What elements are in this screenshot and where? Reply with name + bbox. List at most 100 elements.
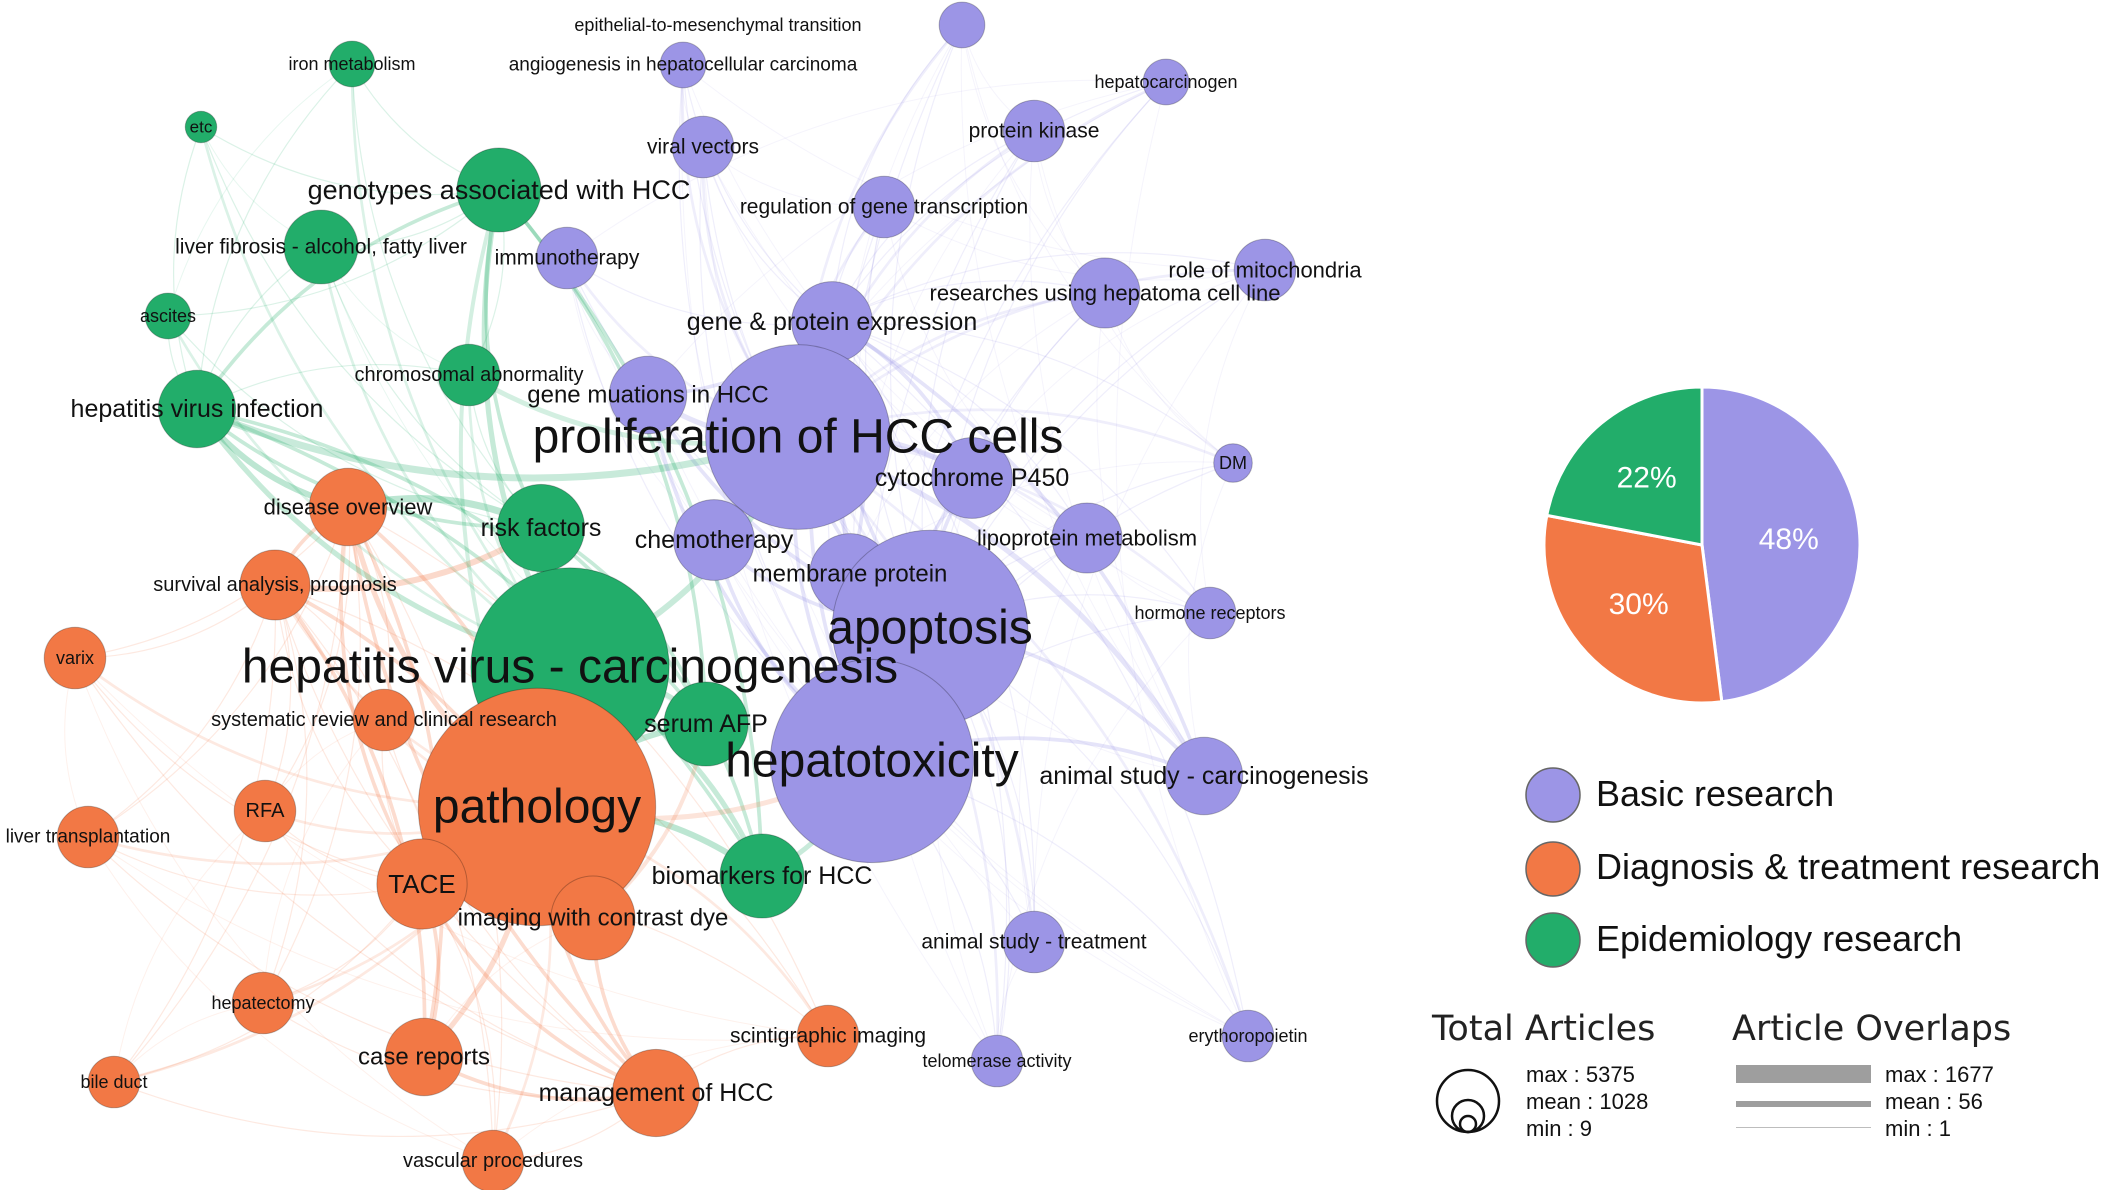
node-hormone[interactable] [1183, 586, 1237, 640]
node-label-varix: varix [56, 648, 94, 668]
pie-label-1: 30% [1609, 588, 1669, 621]
node-label-animal_carcinogenesis: animal study - carcinogenesis [1039, 762, 1368, 790]
node-label-survival: survival analysis, prognosis [153, 574, 396, 596]
node-management[interactable] [611, 1048, 701, 1138]
node-case_reports[interactable] [384, 1017, 464, 1097]
node-serum_afp[interactable] [663, 681, 749, 767]
edge-gene_transcription-lipoprotein [883, 206, 1088, 539]
total-articles-legend: Total Articles max : 5375 mean : 1028 mi… [1431, 1009, 1655, 1141]
node-label-scintigraphic: scintigraphic imaging [730, 1025, 926, 1048]
node-hepatocarcinogen[interactable] [1142, 58, 1190, 106]
node-iron[interactable] [328, 40, 376, 88]
node-dm[interactable] [1213, 443, 1253, 483]
node-cyp450[interactable] [931, 437, 1013, 519]
node-label-protein_kinase: protein kinase [969, 120, 1100, 143]
edge-hepatocarcinogen-immunotherapy [566, 79, 1167, 259]
node-systematic_review[interactable] [352, 688, 416, 752]
edge-rfa-management [264, 810, 657, 1094]
node-chromosomal[interactable] [437, 343, 501, 407]
node-label-apoptosis: apoptosis [827, 602, 1032, 655]
node-liver_fibrosis[interactable] [283, 209, 359, 285]
node-label-hep_virus_infection: hepatitis virus infection [71, 395, 324, 423]
node-survival[interactable] [239, 549, 311, 621]
node-imaging[interactable] [550, 875, 636, 961]
node-protein_kinase[interactable] [1002, 99, 1066, 163]
node-vascular[interactable] [461, 1129, 525, 1190]
node-label-liver_fibrosis: liver fibrosis - alcohol, fatty liver [175, 236, 467, 259]
edge-angio-telomerase [681, 64, 998, 1062]
edge-liver_transplantation-disease_overview [87, 506, 349, 838]
legend-label-basic: Basic research [1596, 773, 1834, 814]
node-proliferation[interactable] [705, 344, 891, 530]
node-varix[interactable] [43, 626, 107, 690]
node-disease_overview[interactable] [308, 467, 388, 547]
node-label-dm: DM [1219, 453, 1247, 473]
edge-mitochondria-cyp450 [971, 269, 1266, 479]
node-label-ascites: ascites [140, 306, 196, 326]
legend-label-epidemiology: Epidemiology research [1596, 918, 1962, 959]
node-chemotherapy[interactable] [673, 499, 755, 581]
node-mitochondria[interactable] [1233, 238, 1297, 302]
node-gene_mutations[interactable] [608, 355, 688, 435]
edge-viral_vectors-hormone [702, 146, 1211, 614]
node-ascites[interactable] [144, 292, 192, 340]
node-hep_virus_infection[interactable] [157, 369, 237, 449]
edge-rfa-disease_overview [264, 506, 351, 812]
node-bile_duct[interactable] [87, 1055, 141, 1109]
legend-swatch-epidemiology [1525, 912, 1581, 968]
node-label-lipoprotein: lipoprotein metabolism [977, 526, 1197, 551]
pie-slice-2 [1545, 385, 1704, 547]
topic-network: epithelial-to-mesenchymal transitioniron… [6, 1, 1369, 1190]
pie-label-0: 48% [1759, 523, 1819, 556]
node-hepatectomy[interactable] [231, 971, 295, 1035]
node-scintigraphic[interactable] [796, 1004, 860, 1068]
node-animal_treatment[interactable] [1002, 910, 1066, 974]
node-label-membrane_protein: membrane protein [753, 561, 948, 588]
edge-erythropoietin-gene_protein [831, 321, 1249, 1037]
edge-emt-hepatoma_cell_line [961, 24, 1106, 294]
node-hepatotoxicity[interactable] [769, 658, 975, 864]
node-risk_factors[interactable] [496, 483, 586, 573]
edge-iron-hep_virus_infection [196, 63, 353, 410]
node-pathology[interactable] [417, 687, 657, 927]
overlap-line-max [1736, 1065, 1871, 1083]
edge-liver_transplantation-management [87, 836, 657, 1094]
edge-viral_vectors-animal_treatment [702, 146, 1035, 943]
node-gene_transcription[interactable] [852, 175, 916, 239]
edge-gene_transcription-mitochondria [883, 206, 1266, 281]
node-viral_vectors[interactable] [671, 115, 735, 179]
node-immunotherapy[interactable] [535, 226, 599, 290]
edge-hepatocarcinogen-erythropoietin [1115, 81, 1249, 1037]
edge-emt-dm [961, 24, 1234, 464]
node-emt[interactable] [938, 1, 986, 49]
pie-slice-0 [1700, 385, 1862, 704]
node-tace[interactable] [376, 838, 468, 930]
edge-hepatoma_cell_line-membrane_protein [849, 292, 1106, 575]
edge-survival-tace [274, 584, 423, 885]
node-label-erythropoietin: erythoropoietin [1188, 1026, 1307, 1046]
node-erythropoietin[interactable] [1221, 1009, 1275, 1063]
node-biomarkers[interactable] [719, 833, 805, 919]
node-rfa[interactable] [233, 779, 297, 843]
node-label-carcinogenesis: hepatitis virus - carcinogenesis [242, 641, 898, 694]
node-liver_transplantation[interactable] [56, 805, 120, 869]
legend-swatch-diagnosis [1525, 841, 1581, 897]
node-animal_carcinogenesis[interactable] [1164, 736, 1244, 816]
node-label-case_reports: case reports [358, 1044, 490, 1071]
edge-mitochondria-gene_protein [831, 252, 1266, 323]
node-telomerase[interactable] [970, 1034, 1024, 1088]
edge-protein_kinase-animal_carcinogenesis [1029, 130, 1205, 777]
node-angio[interactable] [659, 41, 707, 89]
network-nodes [43, 1, 1297, 1190]
legend-item-diagnosis: Diagnosis & treatment research [1525, 841, 2100, 897]
node-genotypes[interactable] [456, 147, 542, 233]
node-hepatoma_cell_line[interactable] [1069, 257, 1141, 329]
node-label-hormone: hormone receptors [1134, 603, 1285, 623]
edge-biomarkers-risk_factors [539, 526, 764, 878]
node-etc[interactable] [184, 110, 218, 144]
edge-angio-mitochondria [682, 64, 1266, 271]
node-lipoprotein[interactable] [1051, 502, 1123, 574]
node-label-hepatoma_cell_line: researches using hepatoma cell line [930, 281, 1281, 306]
node-label-immunotherapy: immunotherapy [495, 247, 640, 270]
edge-case_reports-survival [273, 583, 427, 1059]
